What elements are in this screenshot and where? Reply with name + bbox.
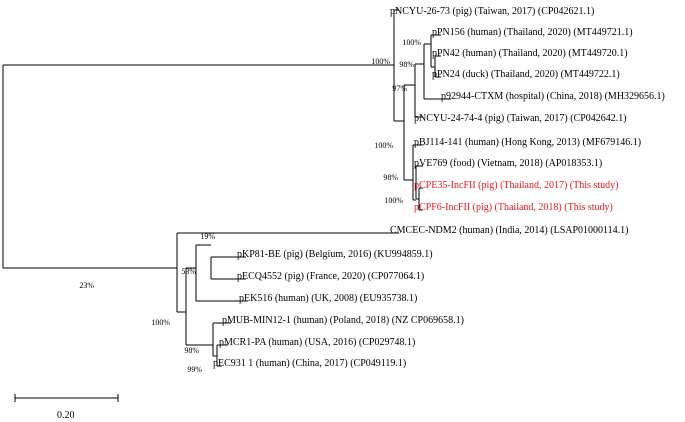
leaf-label: pMCR1-PA (human) (USA, 2016) (CP029748.1… <box>219 337 415 348</box>
support-value: 98% <box>184 346 199 355</box>
leaf-label: pEC931 1 (human) (China, 2017) (CP049119… <box>213 358 406 369</box>
support-value: 98% <box>399 60 414 69</box>
support-value: 100% <box>402 38 421 47</box>
leaf-label: pBJ114-141 (human) (Hong Kong, 2013) (MF… <box>414 137 641 148</box>
support-values: 100% 98% 100% 97% 100% 98% 100% 23% 19% 53% 100% 98… <box>79 38 421 374</box>
support-value: 100% <box>371 57 390 66</box>
leaf-label: pPN24 (duck) (Thailand, 2020) (MT449722.… <box>432 69 620 80</box>
tree-branches <box>2 9 451 367</box>
leaf-label: CMCEC-NDM2 (human) (India, 2014) (LSAP01… <box>390 225 629 236</box>
leaf-label: pEK516 (human) (UK, 2008) (EU935738.1) <box>239 293 417 304</box>
leaf-labels: pNCYU-26-73 (pig) (Taiwan, 2017) (CP0426… <box>213 6 665 369</box>
support-value: 23% <box>79 281 94 290</box>
support-value: 98% <box>383 173 398 182</box>
leaf-label: pCPE35-IncFII (pig) (Thailand, 2017) (Th… <box>414 180 618 191</box>
leaf-label: pPN156 (human) (Thailand, 2020) (MT44972… <box>432 27 633 38</box>
leaf-label: pCPF6-IncFII (pig) (Thailand, 2018) (Thi… <box>414 202 613 213</box>
scale-bar: 0.20 <box>14 394 119 421</box>
support-value: 53% <box>181 267 196 276</box>
support-value: 97% <box>392 84 407 93</box>
support-value: 99% <box>187 365 202 374</box>
leaf-label: pECQ4552 (pig) (France, 2020) (CP077064.… <box>237 271 424 282</box>
support-value: 100% <box>151 318 170 327</box>
leaf-label: pMUB-MIN12-1 (human) (Poland, 2018) (NZ … <box>222 315 464 326</box>
support-value: 19% <box>200 232 215 241</box>
leaf-label: pVE769 (food) (Vietnam, 2018) (AP018353.… <box>414 158 602 169</box>
leaf-label: pNCYU-24-74-4 (pig) (Taiwan, 2017) (CP04… <box>414 113 627 124</box>
leaf-label: pNCYU-26-73 (pig) (Taiwan, 2017) (CP0426… <box>390 6 594 17</box>
leaf-label: p92944-CTXM (hospital) (China, 2018) (MH… <box>441 91 665 102</box>
leaf-label: pPN42 (human) (Thailand, 2020) (MT449720… <box>432 48 628 59</box>
scale-bar-label: 0.20 <box>57 410 75 421</box>
leaf-label: pKP81-BE (pig) (Belgium, 2016) (KU994859… <box>237 249 433 260</box>
support-value: 100% <box>384 196 403 205</box>
support-value: 100% <box>374 141 393 150</box>
